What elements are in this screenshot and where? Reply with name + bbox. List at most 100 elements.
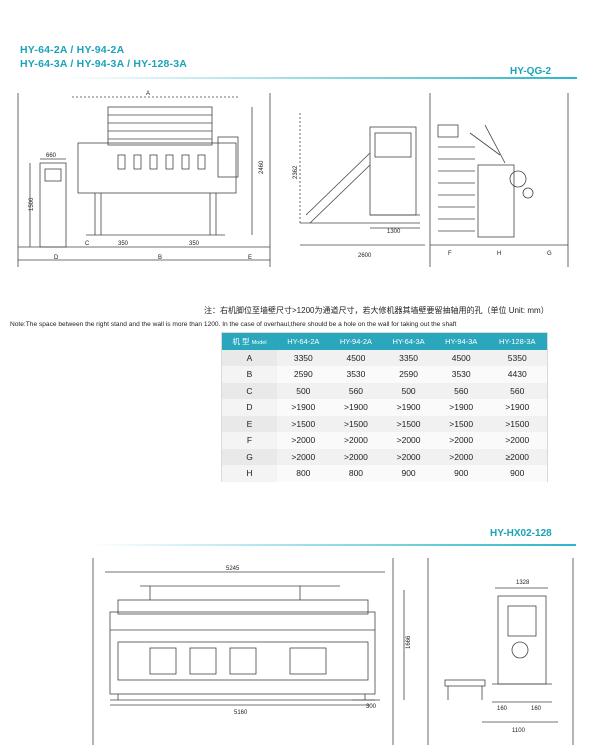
table-row: B 2590 3530 2590 3530 4430 — [222, 366, 547, 383]
row-label: D — [222, 399, 277, 416]
table-cell: >1500 — [329, 415, 383, 432]
dim-350a-label: 350 — [118, 241, 129, 247]
dim-a-label: A — [146, 91, 150, 97]
dim-160a-label: 160 — [497, 706, 508, 712]
dim-c-label: C — [85, 241, 90, 247]
table-cell: >2000 — [329, 448, 383, 465]
header-model-cn: 机 型 — [232, 336, 250, 346]
table-row: E >1500 >1500 >1500 >1500 >1500 — [222, 415, 547, 432]
dim-5245-label: 5245 — [226, 566, 240, 572]
table-cell: >1900 — [382, 399, 435, 416]
table-row: H 800 800 900 900 900 — [222, 465, 547, 482]
dim-g-label: G — [547, 251, 552, 257]
dim-160b-label: 160 — [531, 706, 542, 712]
table-cell: 2590 — [382, 366, 435, 383]
row-label: G — [222, 448, 277, 465]
note-cn: 注：右机脚位至墙壁尺寸>1200为通道尺寸，若大修机器其墙壁要留抽轴用的孔（单位… — [204, 306, 549, 315]
control-cabinet — [39, 162, 67, 248]
table-cell: >1900 — [277, 399, 330, 416]
models-line-1: HY-64-2A / HY-94-2A — [20, 44, 125, 56]
table-row: F >2000 >2000 >2000 >2000 >2000 — [222, 432, 547, 449]
machine-layout-drawing-1: A 660 1500 C 350 350 2460 D B E 2362 130… — [17, 91, 569, 267]
table-cell: >2000 — [277, 432, 330, 449]
dim-1300-label: 1300 — [387, 229, 401, 235]
table-cell: 4500 — [434, 349, 488, 366]
hx-side-body — [497, 595, 547, 685]
table-row: A 3350 4500 3350 4500 5350 — [222, 349, 547, 366]
row-label: B — [222, 366, 277, 383]
header-model-cell: 机 型 Model — [222, 333, 277, 350]
table-cell: 900 — [487, 465, 547, 482]
dim-5160-label: 5160 — [234, 710, 248, 716]
table-row: D >1900 >1900 >1900 >1900 >1900 — [222, 399, 547, 416]
row-label: C — [222, 382, 277, 399]
table-cell: 500 — [277, 382, 330, 399]
table-cell: 900 — [382, 465, 435, 482]
dim-1328-label: 1328 — [516, 580, 530, 586]
dim-1100-label: 1100 — [512, 728, 526, 734]
dim-d-label: D — [54, 255, 59, 261]
spec-table-header: 机 型 Model HY-64-2A HY-94-2A HY-64-3A HY-… — [222, 333, 547, 350]
dim-2600-label: 2600 — [358, 253, 372, 259]
dim-1500-label: 1500 — [29, 197, 35, 211]
table-cell: 560 — [329, 382, 383, 399]
table-cell: 2590 — [277, 366, 330, 383]
table-cell: >2000 — [434, 448, 488, 465]
table-cell: ≥2000 — [487, 448, 547, 465]
table-cell: 560 — [434, 382, 488, 399]
section2-rule — [90, 544, 576, 546]
table-cell: >1500 — [434, 415, 488, 432]
machine-layout-drawing-2: 5245 1666 5160 300 1328 160 160 1100 — [92, 558, 574, 745]
table-cell: 500 — [382, 382, 435, 399]
column-header: HY-94-3A — [434, 333, 488, 350]
table-cell: 4430 — [487, 366, 547, 383]
column-header: HY-64-3A — [382, 333, 435, 350]
dim-2460-label: 2460 — [259, 160, 265, 174]
hx-machine-body — [109, 611, 376, 695]
dim-350b-label: 350 — [189, 241, 200, 247]
header-model-en: Model — [251, 339, 267, 346]
dim-f-label: F — [448, 251, 452, 257]
drawing-code-2: HY-HX02-128 — [490, 528, 552, 539]
table-cell: 5350 — [487, 349, 547, 366]
table-cell: >1500 — [277, 415, 330, 432]
table-cell: 800 — [329, 465, 383, 482]
models-line-2: HY-64-3A / HY-94-3A / HY-128-3A — [20, 58, 188, 70]
dim-2362-label: 2362 — [293, 165, 299, 179]
table-cell: 3350 — [382, 349, 435, 366]
machine-body — [77, 142, 237, 194]
header-rule — [60, 77, 577, 79]
table-row: C 500 560 500 560 560 — [222, 382, 547, 399]
table-cell: 4500 — [329, 349, 383, 366]
dim-b-label: B — [158, 255, 162, 261]
drawing-code: HY-QG-2 — [510, 66, 552, 77]
table-cell: >1900 — [434, 399, 488, 416]
column-header: HY-94-2A — [329, 333, 383, 350]
row-label: F — [222, 432, 277, 449]
dim-1666-label: 1666 — [406, 635, 412, 649]
table-cell: >1500 — [487, 415, 547, 432]
table-cell: 3530 — [434, 366, 488, 383]
side-machine-body — [369, 126, 417, 216]
table-row: G >2000 >2000 >2000 >2000 ≥2000 — [222, 448, 547, 465]
row-label: E — [222, 415, 277, 432]
table-cell: >2000 — [487, 432, 547, 449]
table-cell: >2000 — [329, 432, 383, 449]
column-header: HY-128-3A — [487, 333, 547, 350]
table-cell: >2000 — [277, 448, 330, 465]
row-label: H — [222, 465, 277, 482]
row-label: A — [222, 349, 277, 366]
table-cell: >2000 — [382, 432, 435, 449]
note-en: Note:The space between the right stand a… — [10, 321, 457, 328]
table-cell: 3350 — [277, 349, 330, 366]
table-cell: 900 — [434, 465, 488, 482]
dim-e-label: E — [248, 255, 252, 261]
table-cell: 3530 — [329, 366, 383, 383]
spec-table: 机 型 Model HY-64-2A HY-94-2A HY-64-3A HY-… — [222, 333, 547, 482]
table-cell: >2000 — [434, 432, 488, 449]
dim-300-label: 300 — [366, 704, 377, 710]
table-cell: 800 — [277, 465, 330, 482]
dim-660-label: 660 — [46, 153, 57, 159]
dim-h-label: H — [497, 251, 501, 257]
table-cell: 560 — [487, 382, 547, 399]
